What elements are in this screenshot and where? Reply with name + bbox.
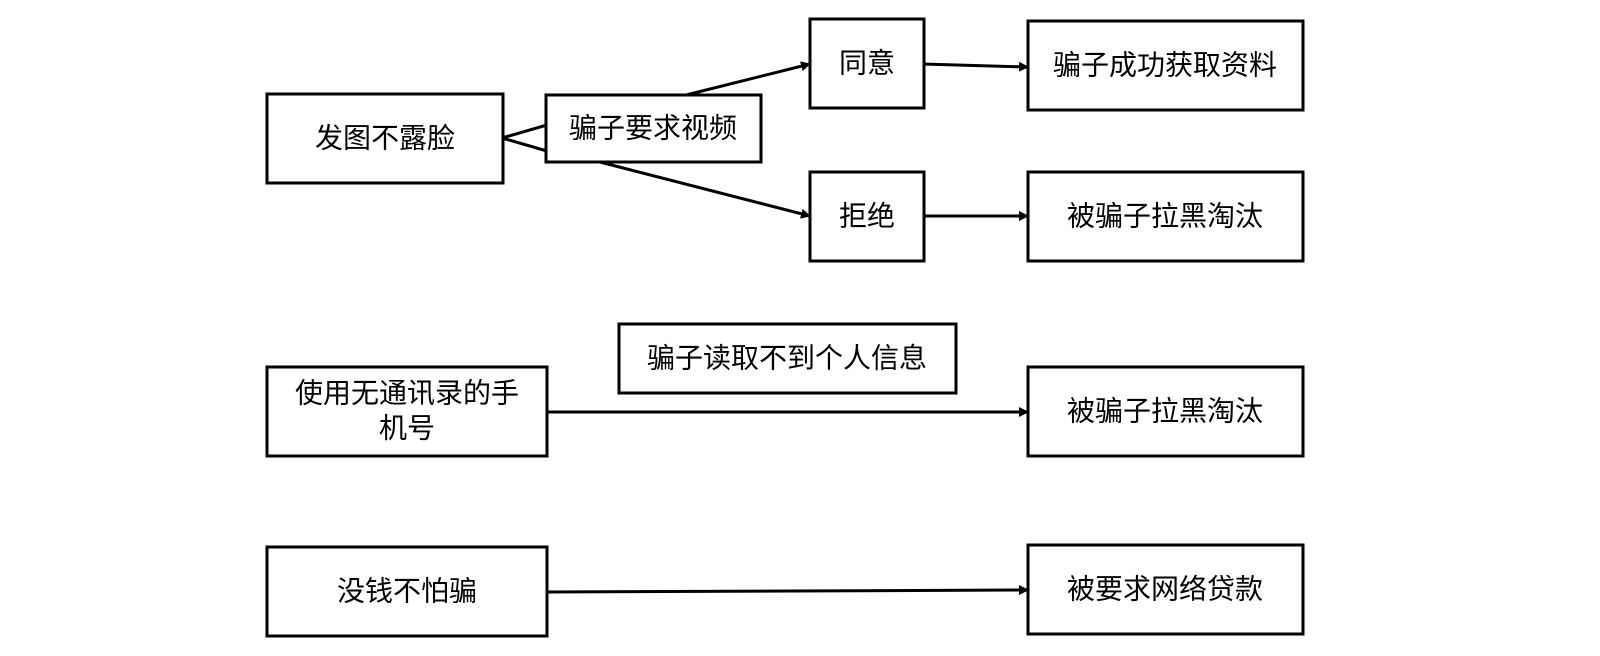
- node-no-money-label: 没钱不怕骗: [337, 575, 477, 608]
- node-success: 骗子成功获取资料: [1026, 19, 1305, 112]
- node-face-hidden: 发图不露脸: [265, 92, 505, 185]
- node-face-hidden-label: 发图不露脸: [315, 122, 455, 155]
- node-success-label: 骗子成功获取资料: [1053, 49, 1277, 82]
- node-video-request-label: 骗子要求视频: [569, 112, 737, 145]
- node-online-loan-label: 被要求网络贷款: [1067, 573, 1263, 606]
- edge-agree-to-success: [921, 61, 1029, 72]
- edges: [501, 61, 1029, 596]
- edge-video-to-agree: [685, 61, 811, 97]
- node-online-loan: 被要求网络贷款: [1026, 543, 1305, 636]
- node-refuse: 拒绝: [808, 170, 926, 263]
- node-phone-no-contacts-label-line1: 使用无通讯录的手: [295, 377, 519, 410]
- node-no-personal-info: 骗子读取不到个人信息: [617, 322, 958, 395]
- node-agree-label: 同意: [839, 47, 895, 80]
- node-blocked-2-label: 被骗子拉黑淘汰: [1067, 395, 1263, 428]
- node-blocked-2: 被骗子拉黑淘汰: [1026, 365, 1305, 458]
- node-refuse-label: 拒绝: [839, 200, 895, 233]
- edge-video-to-refuse: [595, 159, 811, 219]
- node-no-money: 没钱不怕骗: [265, 545, 549, 638]
- node-no-personal-info-label: 骗子读取不到个人信息: [647, 342, 927, 375]
- edge-nomoney-to-loan: [545, 585, 1029, 596]
- node-video-request: 骗子要求视频: [544, 93, 763, 164]
- edge-face-to-video-upper: [501, 123, 548, 140]
- node-phone-no-contacts: 使用无通讯录的手 机号: [265, 365, 549, 458]
- node-blocked-1-label: 被骗子拉黑淘汰: [1067, 200, 1263, 233]
- node-agree: 同意: [808, 17, 926, 110]
- edge-face-to-video-lower: [501, 136, 548, 153]
- node-blocked-1: 被骗子拉黑淘汰: [1026, 170, 1305, 263]
- node-phone-no-contacts-label-line2: 机号: [379, 412, 435, 445]
